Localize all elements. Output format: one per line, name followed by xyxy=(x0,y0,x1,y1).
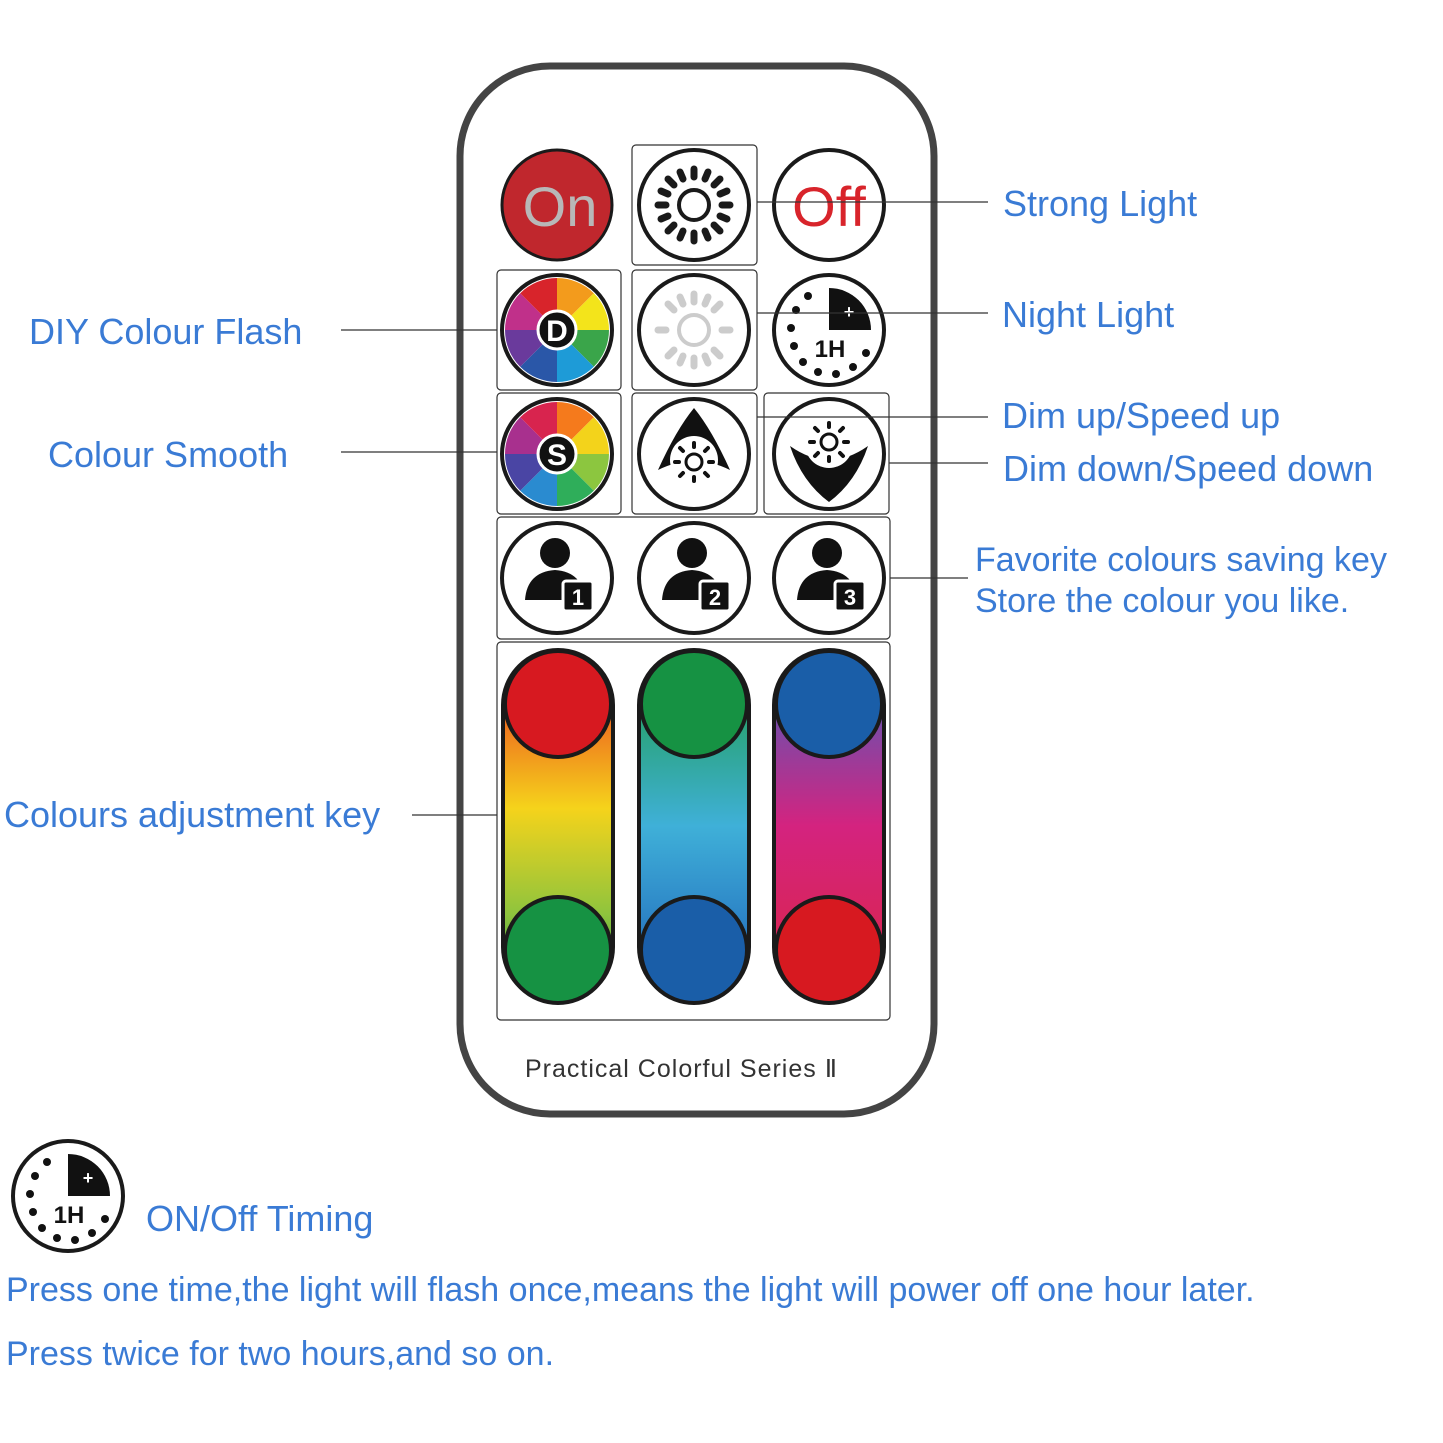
slider-red-knob[interactable] xyxy=(774,895,884,1005)
on-button[interactable]: On xyxy=(500,148,614,262)
slider-green-to-blue[interactable] xyxy=(637,648,751,1005)
label-strong-light: Strong Light xyxy=(1003,183,1198,224)
timing-title: ON/Off Timing xyxy=(146,1198,374,1239)
slider-blue-knob[interactable] xyxy=(639,895,749,1005)
dim-down-button[interactable] xyxy=(772,397,886,511)
favorite-button-2[interactable]: 2 xyxy=(637,521,751,635)
strong-sun-icon xyxy=(654,165,734,245)
timing-icon-label: 1H xyxy=(54,1202,85,1229)
night-light-button[interactable] xyxy=(637,273,751,387)
label-favorite-line1: Favorite colours saving key xyxy=(975,541,1387,579)
label-dim-down: Dim down/Speed down xyxy=(1003,448,1374,489)
timing-icon-plus: + xyxy=(83,1168,94,1188)
leader-lines xyxy=(341,201,988,816)
favorite-1-number: 1 xyxy=(572,585,584,610)
timer-dots-icon xyxy=(787,292,870,378)
dim-down-sun-icon xyxy=(808,421,850,463)
favorite-3-number: 3 xyxy=(844,585,856,610)
label-dim-up: Dim up/Speed up xyxy=(1002,395,1281,436)
on-label: On xyxy=(523,175,598,238)
arrow-down-icon xyxy=(790,446,868,502)
slider-blue-to-red[interactable] xyxy=(772,648,886,1005)
label-favorite-line2: Store the colour you like. xyxy=(975,582,1350,620)
diy-letter: D xyxy=(546,315,568,348)
slider-red-knob[interactable] xyxy=(503,649,613,759)
diy-colour-flash-button[interactable]: D xyxy=(500,273,614,387)
colour-smooth-button[interactable]: S xyxy=(500,397,614,511)
strong-light-button[interactable] xyxy=(637,148,751,262)
favorite-button-1[interactable]: 1 xyxy=(500,521,614,635)
label-colour-smooth: Colour Smooth xyxy=(48,434,289,475)
label-colours-adjustment: Colours adjustment key xyxy=(4,794,381,835)
dim-up-sun-icon xyxy=(673,441,715,483)
night-sun-icon xyxy=(654,290,734,370)
slider-blue-knob[interactable] xyxy=(774,649,884,759)
slider-red-to-green[interactable] xyxy=(501,648,615,1005)
smooth-letter: S xyxy=(547,439,567,472)
timer-button[interactable]: + 1H xyxy=(772,273,886,387)
label-diy-colour-flash: DIY Colour Flash xyxy=(29,311,303,352)
favorite-button-3[interactable]: 3 xyxy=(772,521,886,635)
slider-green-knob[interactable] xyxy=(639,649,749,759)
remote-series-label: Practical Colorful Series Ⅱ xyxy=(525,1055,839,1083)
slider-green-knob[interactable] xyxy=(503,895,613,1005)
timing-line-1: Press one time,the light will flash once… xyxy=(6,1271,1255,1309)
timer-label: 1H xyxy=(815,336,846,363)
timer-plus: + xyxy=(844,302,855,322)
dim-up-button[interactable] xyxy=(637,397,751,511)
label-night-light: Night Light xyxy=(1002,294,1175,335)
timer-quarter-icon xyxy=(829,288,871,330)
favorite-2-number: 2 xyxy=(709,585,721,610)
off-button[interactable]: Off xyxy=(772,148,886,262)
timing-line-2: Press twice for two hours,and so on. xyxy=(6,1335,555,1373)
off-label: Off xyxy=(792,175,866,238)
timing-icon: + 1H xyxy=(11,1139,125,1253)
